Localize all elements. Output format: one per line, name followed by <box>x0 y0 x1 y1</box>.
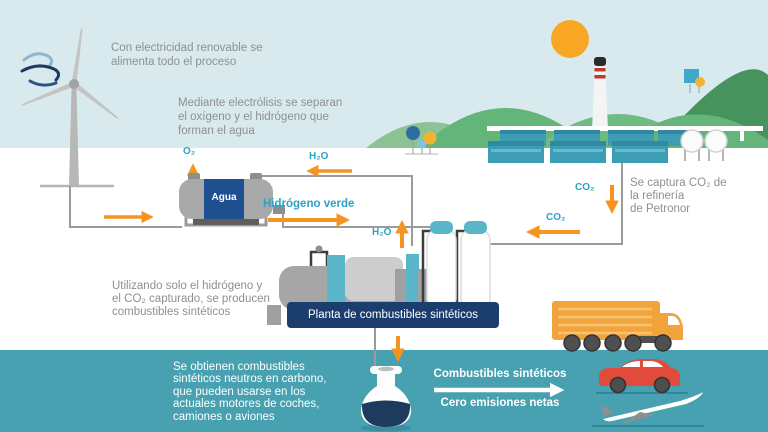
refinery-illustration <box>487 126 763 163</box>
sun-icon <box>551 20 589 58</box>
plant-banner <box>287 302 499 328</box>
co2-capture-label: CO₂ <box>575 182 595 193</box>
cero-emisiones-label: Cero emisiones netas <box>440 397 560 409</box>
result-note-line3: que pueden usarse en los <box>173 385 306 398</box>
result-note-line5: camiones o aviones <box>173 410 275 423</box>
o2-label: O₂ <box>183 146 196 157</box>
electrolysis-note-line3: forman el agua <box>178 125 255 137</box>
co2-transfer-label: CO₂ <box>546 212 566 223</box>
car-icon <box>596 359 688 394</box>
co2-capture-note-line3: de Petronor <box>630 203 691 215</box>
wind-turbine-icon <box>21 28 119 188</box>
result-note-line2: sintéticos neutros en carbono, <box>173 373 327 386</box>
truck-icon <box>552 301 683 352</box>
electricity-note-line2: alimenta todo el proceso <box>111 56 237 68</box>
flask-icon <box>360 366 412 432</box>
result-note-line4: actuales motores de coches, <box>173 398 320 411</box>
co2-capture-note-line2: la refinería <box>630 190 685 202</box>
combustibles-label: Combustibles sintéticos <box>433 368 567 380</box>
co2-capture-note-line1: Se captura CO₂ de <box>630 177 727 189</box>
storage-spheres-icon <box>680 129 728 161</box>
plane-icon <box>592 392 704 427</box>
hidrogeno-verde-label: Hidrógeno verde <box>263 198 355 210</box>
plant-banner-label: Planta de combustibles sintéticos <box>307 309 479 321</box>
synthesis-note: Utilizando solo el hidrógeno y el CO₂ ca… <box>112 280 270 319</box>
electrolysis-note-line1: Mediante electrólisis se separan <box>178 97 343 109</box>
plant-illustration <box>267 221 499 328</box>
trees-icon <box>405 126 438 155</box>
chimney-icon <box>592 57 608 130</box>
result-note-line1: Se obtienen combustibles <box>173 361 305 373</box>
hill-trees-icon <box>684 69 705 93</box>
electrolysis-note: Mediante electrólisis se separan el oxíg… <box>178 96 342 138</box>
synthesis-note-line1: Utilizando solo el hidrógeno y <box>112 280 263 292</box>
electrolyzer-illustration <box>179 173 285 227</box>
electricity-note: Con electricidad renovable se alimenta t… <box>111 41 263 69</box>
electrolysis-note-line2: el oxígeno y el hidrógeno que <box>178 111 329 123</box>
co2-capture-note: Se captura CO₂ de la refinería de Petron… <box>630 177 727 216</box>
agua-label: Agua <box>211 192 237 203</box>
result-note: Se obtienen combustibles sintéticos neut… <box>173 361 326 423</box>
h2o-return-label: H₂O <box>309 151 329 162</box>
synthesis-note-line3: combustibles sintéticos <box>112 306 231 318</box>
wind-icon <box>20 52 61 87</box>
h2o-plant-label: H₂O <box>372 227 392 238</box>
electricity-note-line1: Con electricidad renovable se <box>111 42 263 54</box>
synthesis-note-line2: el CO₂ capturado, se producen <box>112 293 270 305</box>
